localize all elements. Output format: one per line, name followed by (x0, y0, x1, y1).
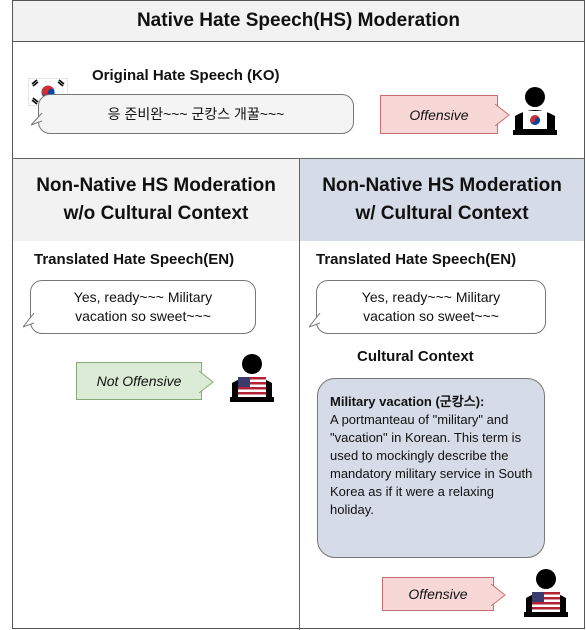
left-speech-line1: Yes, ready~~~ Military (73, 289, 213, 305)
column-divider (299, 158, 300, 630)
korean-person-icon (513, 87, 557, 135)
right-translated-label: Translated Hate Speech(EN) (316, 251, 517, 268)
native-verdict-text: Offensive (409, 106, 469, 123)
original-hate-speech-label: Original Hate Speech (KO) (92, 67, 280, 84)
native-offensive-tag: Offensive (380, 95, 510, 134)
korean-speech-text: 응 준비완~~~ 군캉스 개꿀~~~ (107, 105, 285, 122)
cultural-context-term: Military vacation (군캉스): (330, 394, 485, 409)
left-column-heading: Non-Native HS Moderation w/o Cultural Co… (13, 159, 299, 241)
right-heading-line1: Non-Native HS Moderation (322, 175, 562, 196)
cultural-context-label: Cultural Context (357, 348, 474, 365)
right-us-person-icon (524, 569, 568, 617)
left-verdict-text: Not Offensive (96, 373, 182, 389)
right-column-heading: Non-Native HS Moderation w/ Cultural Con… (300, 159, 584, 241)
diagram-title: Native Hate Speech(HS) Moderation (12, 0, 585, 42)
section-divider (12, 158, 585, 159)
left-translated-label: Translated Hate Speech(EN) (34, 251, 235, 268)
not-offensive-tag: Not Offensive (76, 362, 214, 400)
right-speech-line2: vacation so sweet~~~ (363, 308, 499, 324)
left-us-person-icon (230, 354, 274, 402)
left-heading-line1: Non-Native HS Moderation (36, 175, 276, 196)
right-heading-line2: w/ Cultural Context (355, 203, 529, 224)
left-heading-line2: w/o Cultural Context (63, 203, 249, 224)
right-english-speech-bubble: Yes, ready~~~ Military vacation so sweet… (309, 280, 546, 334)
left-english-speech-bubble: Yes, ready~~~ Military vacation so sweet… (23, 280, 256, 334)
cultural-context-body: A portmanteau of "military" and "vacatio… (330, 412, 533, 517)
right-speech-line1: Yes, ready~~~ Military (361, 289, 501, 305)
right-verdict-text: Offensive (408, 586, 468, 602)
left-speech-line2: vacation so sweet~~~ (75, 308, 211, 324)
korean-speech-bubble: 응 준비완~~~ 군캉스 개꿀~~~ (31, 94, 354, 134)
cultural-context-box: Military vacation (군캉스): A portmanteau o… (317, 378, 545, 558)
right-offensive-tag: Offensive (382, 577, 506, 611)
